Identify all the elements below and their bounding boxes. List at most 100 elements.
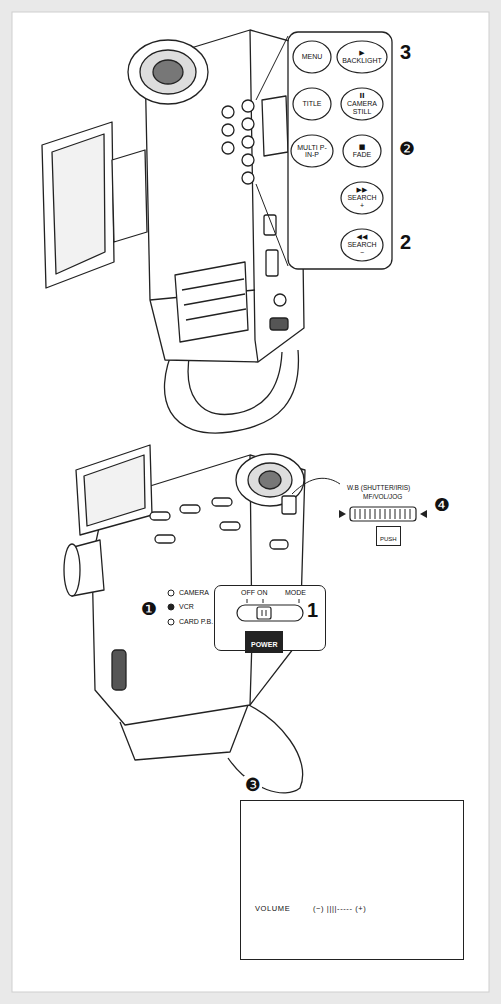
switch-label: MODE [285, 589, 306, 596]
backlight-button: ▶BACKLIGHT [336, 40, 388, 74]
button-label: SEARCH − [346, 241, 378, 256]
lcd-glass [52, 134, 105, 274]
multi-pinp-button: MULTI P-IN-P [290, 134, 334, 168]
small-button [242, 172, 254, 184]
camera-body [145, 30, 304, 362]
small-button [222, 142, 234, 154]
camera-still-button: IICAMERA STILL [340, 87, 384, 121]
lcd-glass [84, 455, 145, 526]
slot-button [212, 498, 232, 506]
small-button [242, 154, 254, 166]
button-ellipse [341, 88, 383, 120]
small-button [222, 124, 234, 136]
lamp-lit [168, 604, 174, 610]
small-button [242, 118, 254, 130]
jack [266, 250, 278, 276]
button-label: ■ [359, 144, 366, 151]
button-ellipse [343, 135, 381, 167]
leader-line [292, 478, 340, 494]
search-forward-button: ▶▶SEARCH + [340, 181, 384, 215]
switch-knob [257, 607, 271, 619]
switch [270, 318, 288, 330]
button-ellipse [337, 41, 387, 73]
button-label: MENU [302, 53, 323, 60]
search-back-button: ◀◀SEARCH − [340, 228, 384, 262]
button-ellipse [293, 88, 331, 120]
slot-button [270, 540, 288, 549]
dial-body [350, 507, 416, 521]
menu-button: MENU [292, 40, 332, 74]
callout-number: ❹ [433, 496, 451, 514]
button-label: ◀◀ [357, 234, 368, 241]
callout-number: ❸ [244, 776, 262, 794]
button-ellipse [341, 229, 383, 261]
dial-ridges [355, 509, 410, 519]
slot-button [180, 505, 200, 513]
lcd-panel [42, 122, 114, 288]
callout-number: 2 [399, 232, 412, 252]
lamp [168, 590, 174, 596]
control-label: MF/VOL/JOG [362, 494, 403, 501]
callout-number: 1 [306, 600, 319, 620]
button-ellipse [293, 41, 331, 73]
button-label: TITLE [302, 100, 321, 107]
control-label: W.B (SHUTTER/IRIS) [346, 485, 411, 492]
switch-label: OFF ON [241, 589, 267, 596]
slot-button [220, 522, 240, 530]
button-label: BACKLIGHT [342, 57, 382, 64]
eyecup [64, 544, 80, 596]
title-button: TITLE [292, 87, 332, 121]
camcorder-front [64, 445, 305, 793]
power-tag: POWER [245, 631, 283, 653]
button-label: SEARCH + [346, 194, 378, 209]
fade-button: ■FADE [342, 134, 382, 168]
button-label: MULTI P-IN-P [296, 144, 328, 159]
button-panel [288, 32, 392, 269]
dial-arrows [339, 510, 427, 518]
wb-dial [339, 507, 427, 521]
switch-ticks [247, 599, 299, 603]
small-button [242, 136, 254, 148]
lcd-panel [76, 445, 152, 535]
lamp-label: CARD P.B. [178, 618, 214, 625]
button-label: II [359, 93, 364, 100]
callout-number: ❶ [140, 600, 158, 618]
lcd-hinge [112, 150, 147, 242]
lens-ring [140, 50, 196, 94]
dial [282, 496, 296, 514]
lens-barrel [128, 40, 208, 104]
camcorder-rear [42, 30, 304, 433]
lcd-screen: VOLUME (−) ||||----- (+) [240, 800, 464, 960]
small-button [222, 106, 234, 118]
switch-track [237, 605, 303, 621]
push-tag: PUSH [376, 526, 401, 546]
button-ellipse [291, 135, 333, 167]
body-edge [250, 30, 258, 362]
battery-ribs [182, 279, 246, 320]
knob-grip [262, 610, 266, 616]
viewfinder [262, 96, 288, 156]
zoom-line [256, 36, 288, 266]
page-panel [12, 12, 489, 992]
jack [274, 294, 286, 306]
slot-button [155, 535, 175, 543]
start-button [112, 650, 126, 690]
callout-number: ❷ [398, 140, 416, 158]
button-label: ▶▶ [357, 187, 368, 194]
button-label: FADE [353, 151, 371, 158]
lens-ring [248, 463, 292, 497]
lens-glass [259, 471, 281, 489]
push-label: PUSH [380, 536, 397, 542]
battery [175, 262, 248, 342]
button-label: CAMERA STILL [346, 100, 378, 115]
lamp-label: CAMERA [178, 589, 210, 596]
lamp [168, 619, 174, 625]
lamp-label: VCR [178, 603, 195, 610]
lens-glass [153, 60, 183, 84]
screen-text: (−) ||||----- (+) [313, 905, 366, 913]
screen-text: VOLUME [255, 905, 290, 913]
slot-button [150, 512, 170, 520]
mode-lamps [168, 590, 174, 625]
callout-number: 3 [399, 42, 412, 62]
